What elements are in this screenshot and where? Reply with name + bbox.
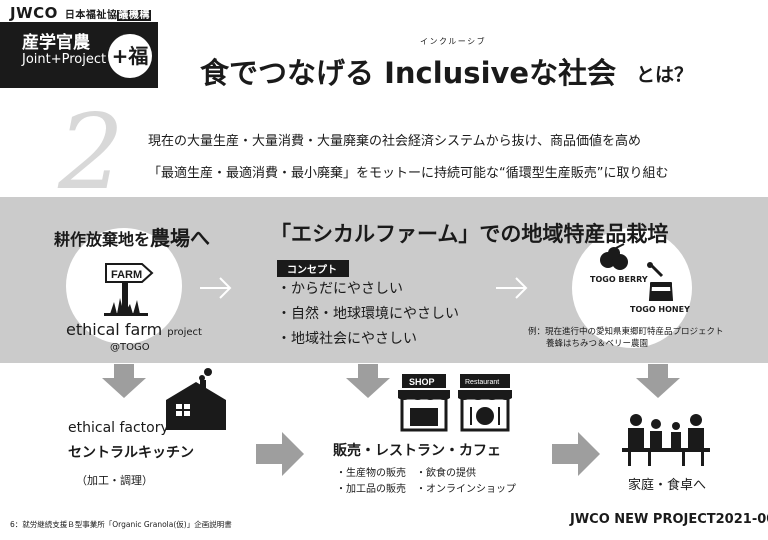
down-arrow-icon: [636, 364, 680, 398]
family-dining-icon: [622, 414, 710, 466]
band-heading-left-pre: 耕作放棄地を: [54, 230, 151, 249]
footer-caption: 6：就労継続支援Ｂ型事業所「Organic Granola(仮)」企画説明書: [10, 520, 232, 529]
berry-label: TOGO BERRY: [590, 275, 648, 284]
shop-sign-text: SHOP: [409, 377, 435, 387]
logo-brand: JWCO: [10, 4, 58, 22]
thin-arrow-right-icon: [496, 277, 528, 299]
footer-project-code: JWCO NEW PROJECT2021-003: [570, 512, 768, 527]
band-heading-left: 耕作放棄地を農場へ: [54, 222, 210, 251]
concept-item: ・自然・地球環境にやさしい: [277, 306, 459, 322]
factory-name: ethical factory: [68, 420, 169, 436]
farm-name: ethical farm project: [66, 320, 202, 339]
section-number: 2: [58, 91, 125, 213]
title-suffix: とは？: [636, 64, 694, 86]
farm-sign-text: FARM: [111, 269, 142, 281]
shop-item: ・加工品の販売 ・オンラインショップ: [336, 484, 516, 495]
logo-box: 産学官農 Joint+Project +福: [0, 22, 158, 88]
honey-jar-icon: [647, 262, 674, 301]
shop-icon: SHOP: [398, 374, 450, 432]
honey-label: TOGO HONEY: [630, 305, 690, 314]
restaurant-icon: Restaurant: [458, 374, 512, 432]
farm-name-small: project: [167, 327, 202, 338]
home-label: 家庭・食卓へ: [628, 478, 707, 493]
farm-location: @TOGO: [110, 342, 150, 353]
logo-org-suffix: 議機構: [117, 10, 151, 21]
thin-arrow-right-icon: [200, 277, 232, 299]
shop-item: ・生産物の販売 ・飲食の提供: [336, 468, 476, 479]
concept-item: ・地域社会にやさしい: [277, 331, 417, 347]
example-line-2: 養蜂はちみつ＆ベリー農園: [546, 339, 649, 349]
logo-line1: 産学官農: [22, 33, 90, 53]
intro-line-1: 現在の大量生産・大量消費・大量廃棄の社会経済システムから抜け、商品価値を高め: [148, 134, 641, 149]
down-arrow-icon: [102, 364, 146, 398]
restaurant-sign-text: Restaurant: [465, 379, 499, 386]
concept-item: ・からだにやさしい: [277, 281, 403, 297]
factory-paren: （加工・調理）: [76, 474, 153, 487]
band-heading-mid: 「エシカルファーム」での地域特産品栽培: [270, 222, 669, 246]
factory-icon: [166, 368, 226, 430]
berry-icon: [600, 243, 628, 270]
right-arrow-icon: [256, 432, 304, 476]
example-note: 例：現在進行中の愛知県東郷町特産品プロジェクト 養蜂はちみつ＆ベリー農園: [528, 326, 724, 350]
logo-org-name: JWCO 日本福祉協議機構: [10, 4, 151, 22]
right-arrow-icon: [552, 432, 600, 476]
factory-sub: セントラルキッチン: [68, 445, 194, 461]
page-title: 食でつなげる Inclusiveな社会: [200, 56, 617, 90]
intro-line-2: 「最適生産・最適消費・最小廃棄」をモットーに持続可能な“循環型生産販売”に取り組…: [148, 166, 669, 181]
example-line-1: 例：現在進行中の愛知県東郷町特産品プロジェクト: [528, 327, 724, 337]
farm-name-main: ethical farm: [66, 320, 163, 339]
down-arrow-icon: [346, 364, 390, 398]
logo-line2: Joint+Project: [22, 52, 107, 67]
title-ruby: インクルーシブ: [420, 37, 487, 46]
logo-fuku-badge: +福: [108, 34, 152, 78]
shop-title: 販売・レストラン・カフェ: [333, 443, 501, 459]
concept-label: コンセプト: [277, 260, 349, 277]
farm-sign-icon: FARM: [104, 263, 154, 316]
band-heading-left-big: 農場へ: [150, 226, 211, 250]
logo-org-prefix: 日本福祉協: [64, 10, 118, 21]
